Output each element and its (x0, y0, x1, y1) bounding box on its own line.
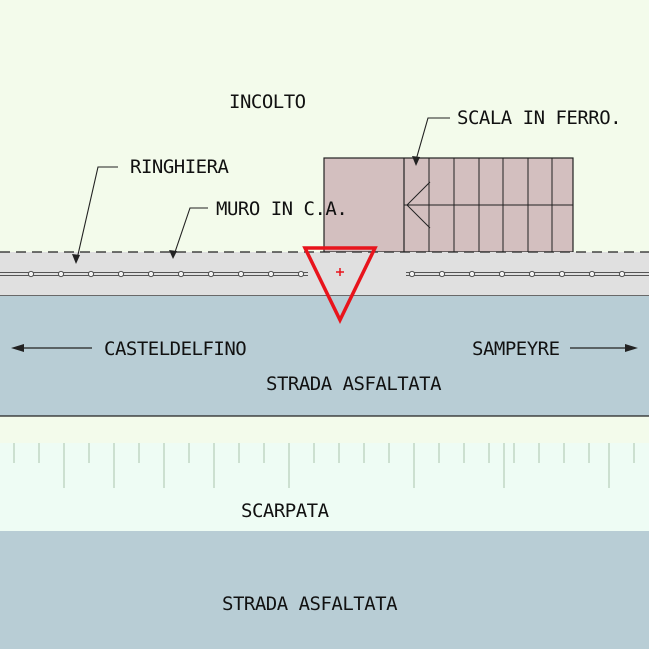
survey-point-marker (302, 246, 378, 325)
label-strada-upper: STRADA ASFALTATA (266, 373, 442, 395)
upper-road (0, 296, 649, 416)
railing (0, 270, 649, 278)
lower-road (0, 531, 649, 649)
label-muro-in-ca: MURO IN C.A. (216, 198, 347, 220)
casteldelfino-arrow (11, 344, 92, 352)
label-ringhiera: RINGHIERA (130, 156, 230, 178)
label-incolto: INCOLTO (229, 91, 306, 113)
slope-hatching (13, 443, 635, 488)
label-scala-in-ferro: SCALA IN FERRO. (457, 107, 621, 129)
label-scarpata: SCARPATA (241, 500, 330, 522)
stair-direction-arrow (406, 181, 431, 229)
label-strada-lower: STRADA ASFALTATA (222, 593, 398, 615)
iron-staircase (323, 157, 574, 253)
scala-leader (415, 117, 450, 161)
scarpata-area (0, 443, 649, 531)
muro-leader (173, 207, 208, 256)
ringhiera-leader (76, 166, 118, 260)
label-sampeyre: SAMPEYRE (472, 338, 560, 360)
label-casteldelfino: CASTELDELFINO (104, 338, 246, 360)
sampeyre-arrow (570, 344, 638, 352)
